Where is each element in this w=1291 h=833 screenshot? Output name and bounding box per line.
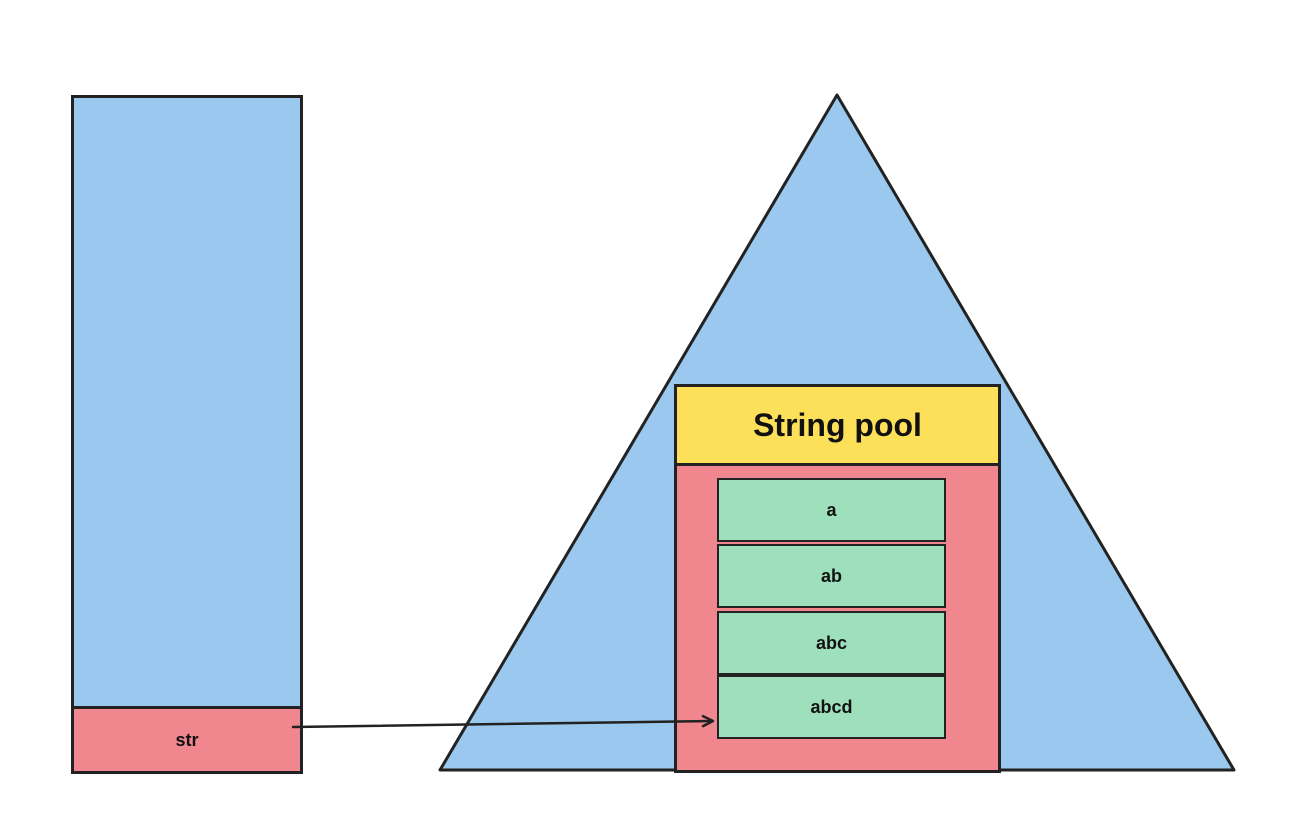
pool-entry-label: abcd xyxy=(810,696,853,717)
pool-entry-label: ab xyxy=(820,565,842,586)
stack-memory: str xyxy=(71,95,303,774)
pool-entry: abcd xyxy=(717,675,946,739)
pool-entry-label: abc xyxy=(815,632,848,653)
stack-variable-label: str xyxy=(175,729,199,750)
pool-entry: ab xyxy=(717,544,946,608)
string-pool-header: String pool xyxy=(677,387,998,466)
pool-entry-label: a xyxy=(826,499,837,520)
pool-entry: a xyxy=(717,478,946,542)
stack-variable-str: str xyxy=(74,706,300,771)
string-pool-title: String pool xyxy=(753,406,922,443)
pool-entry: abc xyxy=(717,611,946,675)
string-pool: String pool a ab abc abcd xyxy=(674,384,1001,773)
